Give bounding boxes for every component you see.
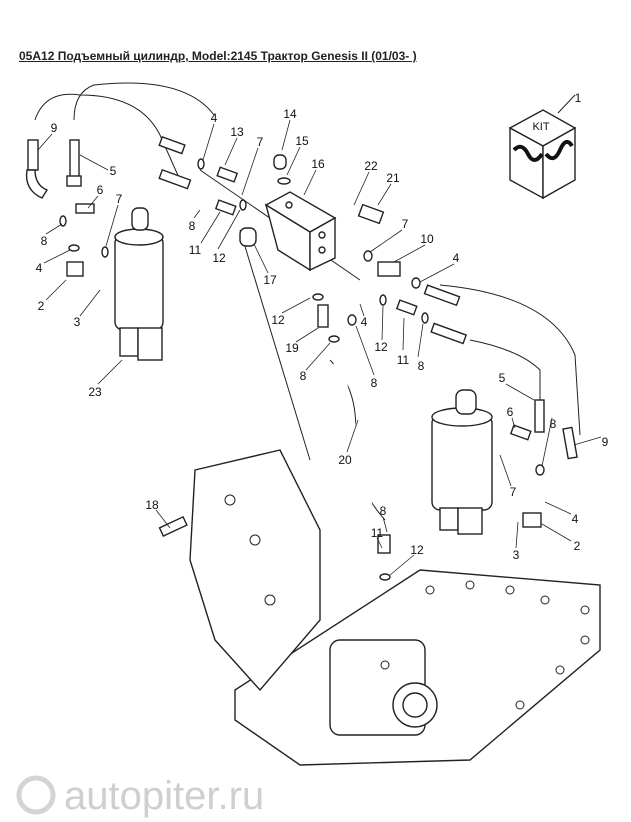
callout: 19 xyxy=(285,341,299,355)
kit-icon: KIT xyxy=(508,94,577,200)
callout: 8 xyxy=(418,359,425,373)
callout: 1 xyxy=(575,91,582,105)
callout: 21 xyxy=(386,171,400,185)
callout: 12 xyxy=(212,251,226,265)
callout: 12 xyxy=(374,340,388,354)
callout: 5 xyxy=(499,371,506,385)
lift-cylinder-left xyxy=(114,207,164,361)
callout: 8 xyxy=(189,219,196,233)
callout: 14 xyxy=(283,107,297,121)
callout: 3 xyxy=(513,548,520,562)
callout: 8 xyxy=(41,234,48,248)
callout: 8 xyxy=(300,369,307,383)
callout: 6 xyxy=(507,405,514,419)
lift-cylinder-right xyxy=(431,389,493,535)
callout: 12 xyxy=(271,313,285,327)
callout: 4 xyxy=(211,111,218,125)
callout: 4 xyxy=(36,261,43,275)
callout: 11 xyxy=(397,353,410,367)
callout: 4 xyxy=(361,315,368,329)
fittings xyxy=(59,158,545,581)
callout: 8 xyxy=(380,504,387,518)
callout: 5 xyxy=(110,164,117,178)
callout: 4 xyxy=(453,251,460,265)
callout: 3 xyxy=(74,315,81,329)
callout: 15 xyxy=(295,134,309,148)
page-title: 05A12 Подъемный цилиндр, Model:2145 Трак… xyxy=(19,49,417,63)
transmission-housing xyxy=(189,449,601,766)
callout: 7 xyxy=(116,192,123,206)
leader-lines xyxy=(37,119,602,576)
callout: 22 xyxy=(364,159,378,173)
callout: 8 xyxy=(550,417,557,431)
callout: 16 xyxy=(311,157,325,171)
callout: 7 xyxy=(257,135,264,149)
callout: 9 xyxy=(602,435,609,449)
callout: 7 xyxy=(402,217,409,231)
callout: 4 xyxy=(572,512,579,526)
callout: 11 xyxy=(189,243,202,257)
callout: 9 xyxy=(51,121,58,135)
callout: 6 xyxy=(97,183,104,197)
callout: 7 xyxy=(510,485,517,499)
callout: 2 xyxy=(38,299,45,313)
callout: 11 xyxy=(371,526,384,540)
callout: 12 xyxy=(410,543,424,557)
callout: 20 xyxy=(338,453,352,467)
callout: 17 xyxy=(263,273,277,287)
callout: 18 xyxy=(145,498,159,512)
callout: 23 xyxy=(88,385,102,399)
watermark: autopiter.ru xyxy=(16,774,264,818)
kit-label: KIT xyxy=(532,121,549,133)
hose-fittings xyxy=(25,135,578,460)
callout: 8 xyxy=(371,376,378,390)
callouts: 1 4 13 14 7 15 16 9 5 22 21 6 7 8 8 11 1… xyxy=(36,91,609,562)
watermark-text: autopiter.ru xyxy=(64,774,264,818)
valve-block xyxy=(239,154,337,272)
callout: 2 xyxy=(574,539,581,553)
callout: 10 xyxy=(420,232,434,246)
callout: 13 xyxy=(230,125,244,139)
